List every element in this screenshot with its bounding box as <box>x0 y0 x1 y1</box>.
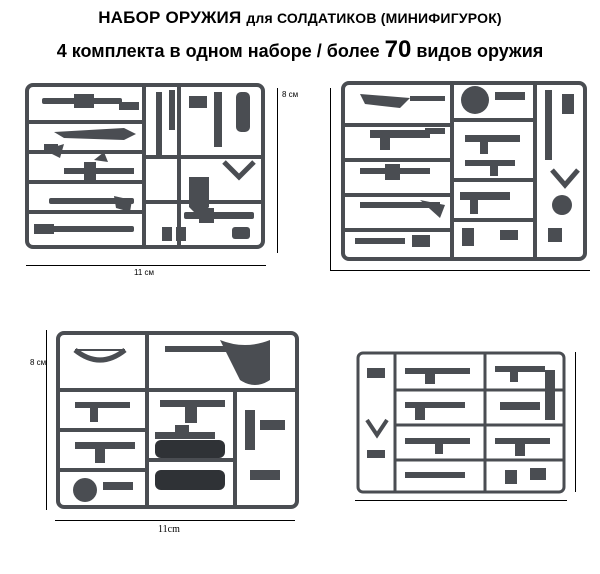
set3-width-label: 11cm <box>158 524 180 535</box>
weapon-sprue-set-3 <box>56 331 299 509</box>
set1-width-line <box>26 265 266 266</box>
weapon-sprue-set-2 <box>341 81 587 261</box>
title-line-2: 4 комплекта в одном наборе / более 70 ви… <box>0 36 600 64</box>
set4-width-line <box>355 500 567 501</box>
weapon-sprue-set-4 <box>356 351 566 494</box>
set1-height-line <box>277 88 278 253</box>
title-line-1: НАБОР ОРУЖИЯ для СОЛДАТИКОВ (МИНИФИГУРОК… <box>0 8 600 28</box>
set3-height-line <box>46 330 47 510</box>
title-sub: для СОЛДАТИКОВ (МИНИФИГУРОК) <box>246 10 502 26</box>
set1-height-label: 8 см <box>282 90 299 99</box>
set2-height-line <box>330 88 331 270</box>
set3-height-label: 8 см <box>30 358 47 367</box>
subtitle-pre: 4 комплекта в одном наборе / более <box>56 41 380 61</box>
set4-height-line <box>575 352 576 492</box>
subtitle-post: видов оружия <box>416 41 544 61</box>
set3-width-line <box>55 520 295 521</box>
subtitle-number: 70 <box>384 36 412 63</box>
title-main: НАБОР ОРУЖИЯ <box>98 8 242 27</box>
set2-width-line <box>330 270 590 271</box>
weapon-sprue-set-1 <box>25 83 265 249</box>
set1-width-label: 11 см <box>134 268 155 277</box>
